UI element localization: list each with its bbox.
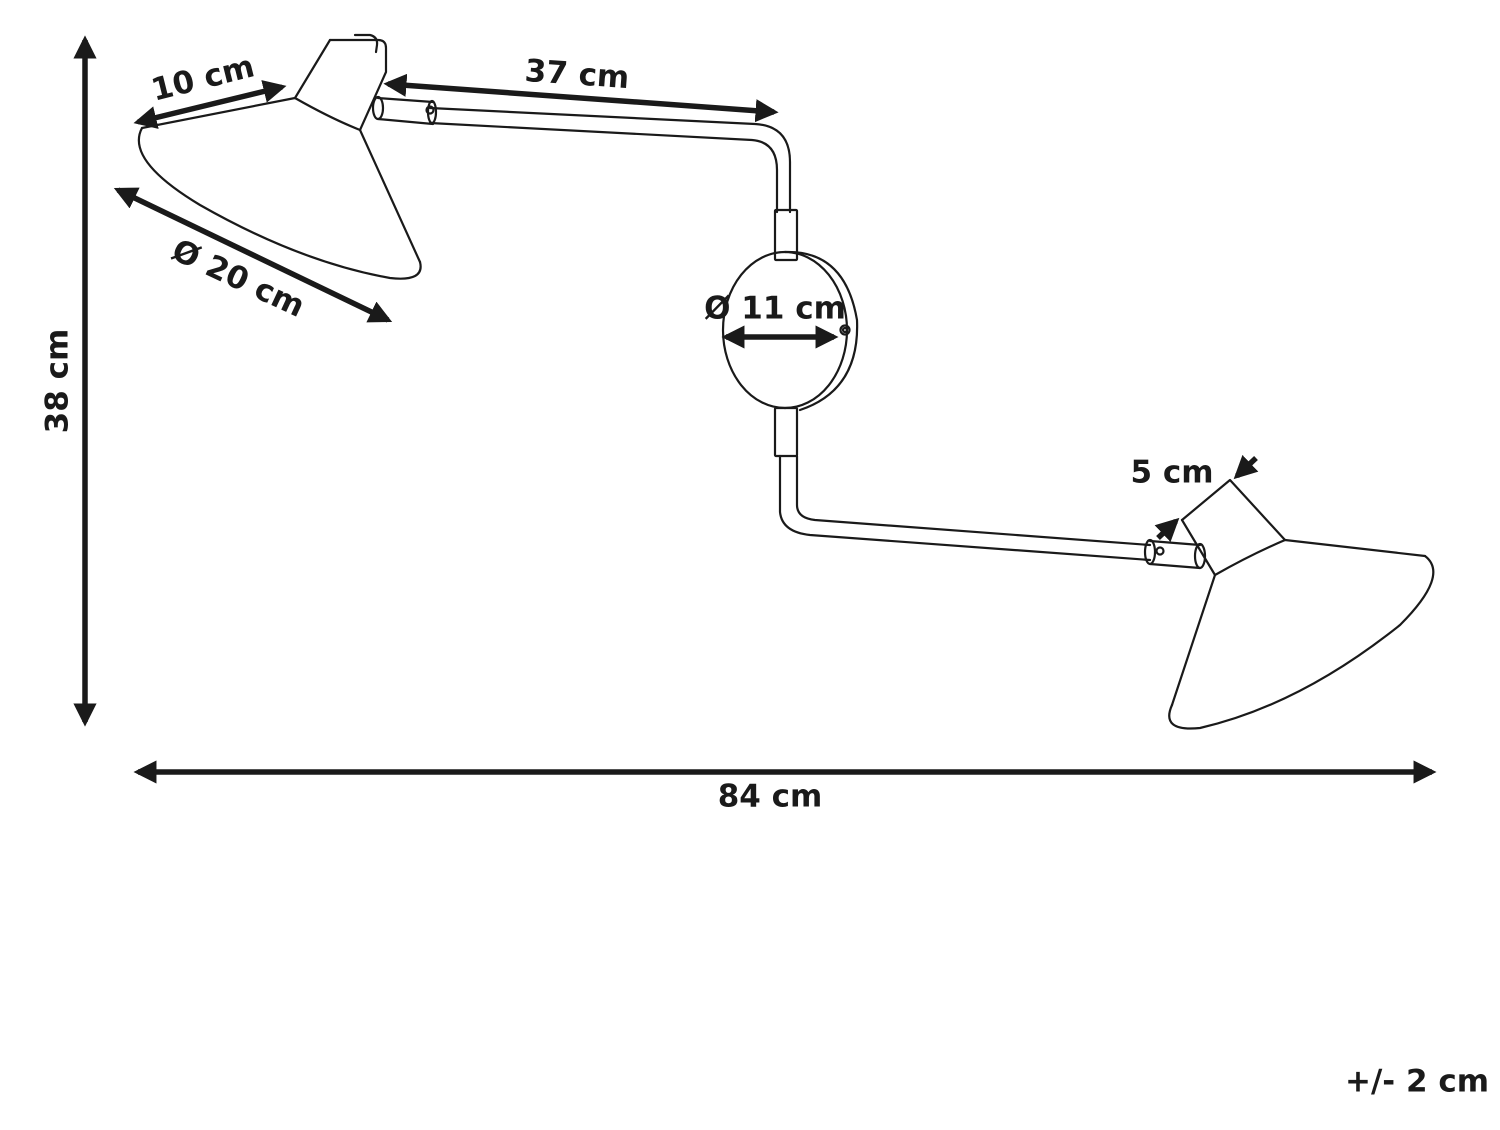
arm-length-label: 37 cm	[523, 52, 631, 97]
shade-top-arrow	[133, 80, 287, 129]
lower-arm	[773, 406, 1207, 570]
neck-arrow-top	[1233, 454, 1259, 480]
lamp-outline	[137, 33, 1435, 730]
neck-arrow-bottom	[1154, 517, 1180, 543]
width-label: 84 cm	[717, 778, 823, 815]
height-label: 38 cm	[39, 328, 76, 434]
shade-diameter-arrow	[113, 187, 393, 323]
tolerance-note: +/- 2 cm	[1345, 1063, 1489, 1100]
base-diameter-label: Ø 11 cm	[704, 290, 846, 327]
arm-length-arrow	[383, 73, 779, 123]
dimension-arrows	[73, 35, 1437, 784]
lower-shade	[1168, 478, 1435, 730]
shade-neck-label: 5 cm	[1130, 454, 1214, 491]
upper-arm	[371, 95, 799, 262]
wall-base	[721, 250, 859, 412]
